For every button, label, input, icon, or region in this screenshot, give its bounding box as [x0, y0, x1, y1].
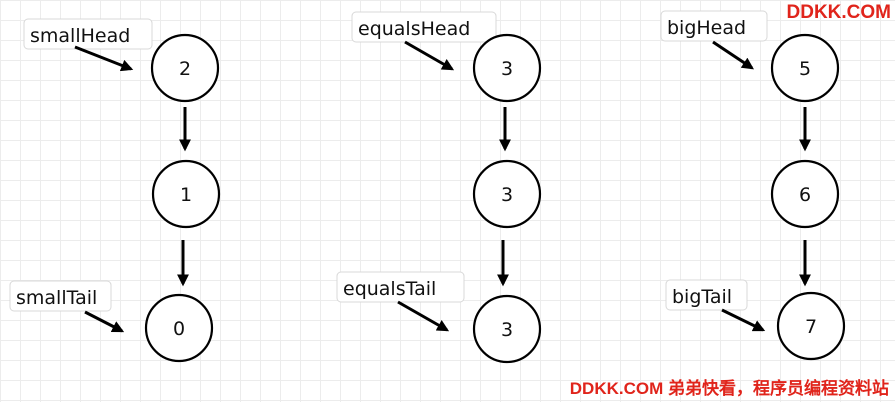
equals-node-3-value: 3 — [501, 319, 513, 341]
big-tail-pointer-arrow — [721, 308, 766, 332]
small-list: smallHead 2 1 smallTail 0 — [9, 18, 221, 363]
equals-node-3 — [472, 294, 542, 364]
big-tail-label-box — [665, 279, 748, 311]
small-tail-label-box — [9, 280, 112, 312]
big-head-label: bigHead — [667, 17, 746, 39]
brand-watermark-bottom: DDKK.COM 弟弟快看，程序员编程资料站 — [569, 379, 889, 398]
small-node-2 — [151, 159, 221, 229]
big-node-1 — [770, 33, 840, 103]
big-node-3 — [776, 291, 846, 361]
small-node-3-value: 0 — [173, 318, 185, 340]
big-node-2-value: 6 — [799, 184, 811, 206]
equals-node-1 — [472, 33, 542, 103]
small-head-label: smallHead — [30, 25, 130, 47]
small-node-1-value: 2 — [179, 58, 191, 80]
big-node-1-value: 5 — [799, 58, 811, 80]
equals-head-label: equalsHead — [358, 18, 470, 40]
small-node-2-value: 1 — [180, 184, 192, 206]
small-node-3 — [144, 293, 214, 363]
small-head-pointer-arrow — [74, 45, 134, 72]
big-tail-label: bigTail — [672, 286, 732, 308]
equals-node-2 — [472, 159, 542, 229]
brand-watermark-top: DDKK.COM — [786, 2, 892, 23]
small-head-label-box — [23, 18, 153, 50]
equals-node-1-value: 3 — [501, 58, 513, 80]
big-list: bigHead 5 6 bigTail 7 — [660, 10, 846, 361]
equals-head-label-box — [351, 11, 497, 43]
equals-node-2-value: 3 — [501, 184, 513, 206]
small-tail-label: smallTail — [16, 287, 97, 309]
small-node-1 — [150, 33, 220, 103]
equals-tail-pointer-arrow — [397, 300, 450, 332]
equals-list: equalsHead 3 3 equalsTail 3 — [336, 11, 542, 364]
equals-head-pointer-arrow — [404, 40, 455, 71]
equals-tail-label: equalsTail — [343, 278, 436, 300]
big-head-pointer-arrow — [712, 40, 754, 70]
big-node-2 — [770, 159, 840, 229]
big-node-3-value: 7 — [805, 316, 817, 338]
small-tail-pointer-arrow — [84, 310, 125, 333]
